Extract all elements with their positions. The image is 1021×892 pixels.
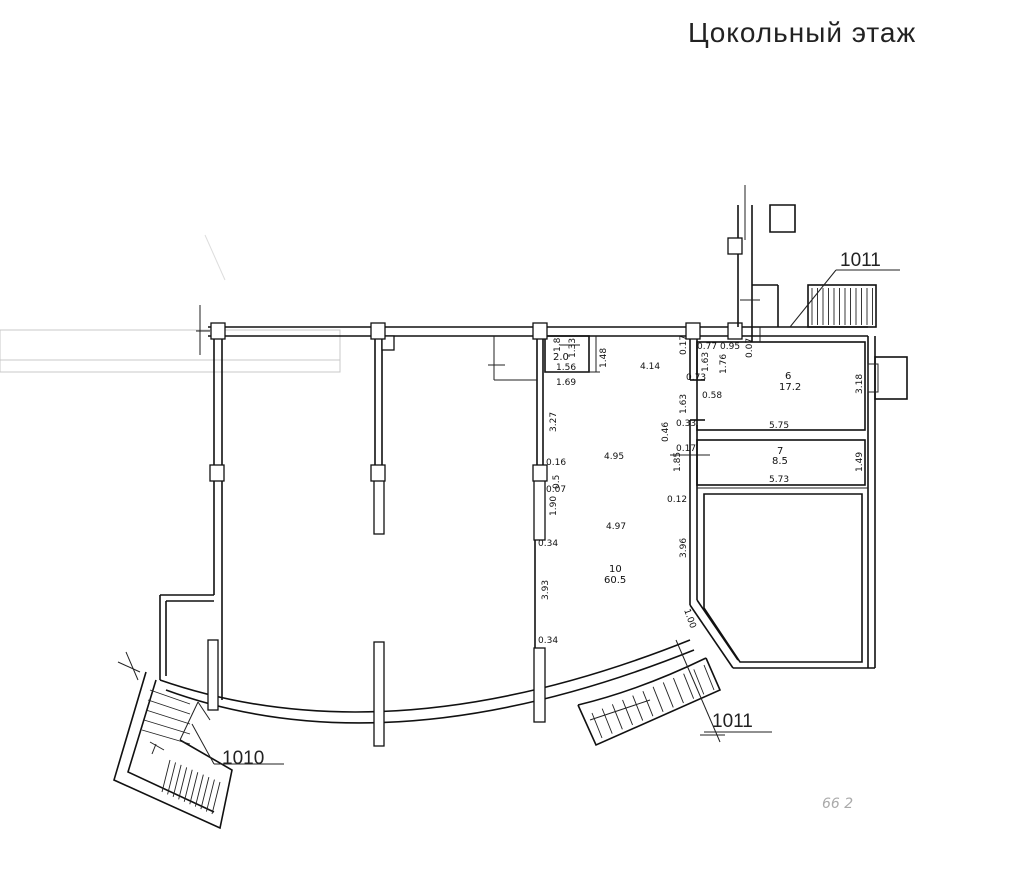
stair-tread — [611, 704, 623, 730]
wc-area — [488, 335, 600, 381]
stair-tread — [662, 682, 674, 708]
dim-1-49: 1.49 — [855, 452, 865, 472]
dim-0-07-a: 0.07 — [745, 338, 755, 358]
stair-tread — [194, 774, 204, 807]
callout-label-sw: 1010 — [222, 748, 264, 769]
stair-tread — [167, 762, 176, 795]
se-stair-treads — [591, 664, 715, 739]
partition-wall-west-of-room-10 — [533, 336, 546, 723]
callout-label-ne: 1011 — [840, 250, 881, 271]
dim-0-17-b: 0.17 — [676, 444, 696, 454]
sheet-note: 66 2 — [822, 796, 853, 812]
dim-0-46: 0.46 — [661, 422, 671, 442]
stair-tread — [172, 764, 182, 797]
stair-tread — [673, 677, 684, 704]
dim-3-18: 3.18 — [855, 374, 865, 394]
dim-1-48: 1.48 — [599, 348, 609, 368]
sheet-title: Цокольный этаж — [688, 17, 916, 48]
dim-3-27: 3.27 — [549, 412, 559, 432]
dim-0-34-a: 0.34 — [538, 539, 558, 549]
dim-1-90: 1.90 — [549, 496, 559, 516]
dim-5-73: 5.73 — [769, 475, 789, 485]
stair-tread — [703, 664, 715, 691]
dim-1-8: 1.8 — [553, 337, 563, 352]
stair-tread — [145, 709, 191, 725]
faint-background-marks — [0, 234, 341, 373]
dim-3-96: 3.96 — [679, 538, 689, 558]
sw-stair-treads — [141, 689, 221, 815]
dim-0-95: 0.95 — [720, 342, 740, 352]
callout-label-se: 1011 — [712, 711, 753, 732]
stair-tread — [147, 699, 191, 715]
stair-tread — [683, 673, 695, 699]
room-10-area: 60.5 — [604, 575, 626, 586]
stair-tread — [143, 719, 191, 735]
dim-1-63-a: 1.63 — [701, 352, 711, 372]
room-6-area: 17.2 — [779, 382, 801, 393]
room-7-number: 7 — [777, 446, 783, 457]
dim-0-58: 0.58 — [702, 391, 722, 401]
dim-0-73: 0.73 — [686, 373, 706, 383]
callout-sw: 1010 — [222, 748, 264, 769]
dim-3-93: 3.93 — [541, 580, 551, 600]
dim-0-16: 0.16 — [546, 458, 566, 468]
dim-0-34-b: 0.34 — [538, 636, 558, 646]
stair-tread — [591, 712, 603, 739]
dim-0-33: 0.33 — [676, 419, 696, 429]
stair-tread — [189, 772, 199, 805]
dim-0-07-b: 0.07 — [546, 485, 566, 495]
stair-tread — [141, 729, 191, 745]
room-wc-area: 2.0 — [553, 352, 569, 363]
ne-stair-and-duct — [727, 185, 877, 342]
dim-1-33: 1.33 — [568, 338, 578, 358]
dim-1-85: 1.85 — [673, 452, 683, 472]
dim-4-95: 4.95 — [604, 452, 624, 462]
dim-0-5: 0.5 — [552, 475, 562, 489]
dim-1-69: 1.69 — [556, 378, 576, 388]
dim-1-63-b: 1.63 — [679, 394, 689, 414]
stair-tread — [601, 708, 613, 734]
dim-1-56: 1.56 — [556, 363, 576, 373]
stair-tread — [693, 669, 705, 695]
dim-4-97: 4.97 — [606, 522, 626, 532]
stair-tread — [206, 779, 215, 812]
ne-stair-treads — [811, 288, 873, 325]
dim-4-14: 4.14 — [640, 362, 660, 372]
stair-tread — [632, 695, 644, 721]
callout-ne: 1011 — [836, 250, 900, 271]
stair-tread — [211, 781, 221, 815]
stair-tread — [161, 759, 171, 793]
south-curved-wall — [159, 639, 695, 724]
dim-1-00: 1.00 — [681, 608, 697, 631]
sw-stair — [113, 651, 284, 830]
stair-tread — [622, 699, 633, 726]
room-10-number: 10 — [609, 564, 622, 575]
stair-tread — [642, 691, 654, 717]
dim-0-17-a: 0.17 — [679, 335, 689, 355]
callout-se: 1011 — [704, 711, 772, 733]
interior-columns-center — [207, 335, 395, 747]
stair-tread — [149, 689, 191, 705]
dim-0-77: 0.77 — [697, 342, 717, 352]
se-stair — [577, 639, 725, 747]
stair-tread — [200, 777, 210, 810]
dim-0-12: 0.12 — [667, 495, 687, 505]
room-7-area: 8.5 — [772, 456, 788, 467]
north-wall-columns — [209, 322, 743, 482]
dim-5-75: 5.75 — [769, 421, 789, 431]
room-6-number: 6 — [785, 371, 791, 382]
dim-1-76: 1.76 — [719, 354, 729, 374]
stair-tread — [183, 769, 193, 802]
stair-tread — [652, 686, 664, 712]
east-rooms-block — [696, 336, 908, 669]
stair-tread — [178, 767, 188, 800]
